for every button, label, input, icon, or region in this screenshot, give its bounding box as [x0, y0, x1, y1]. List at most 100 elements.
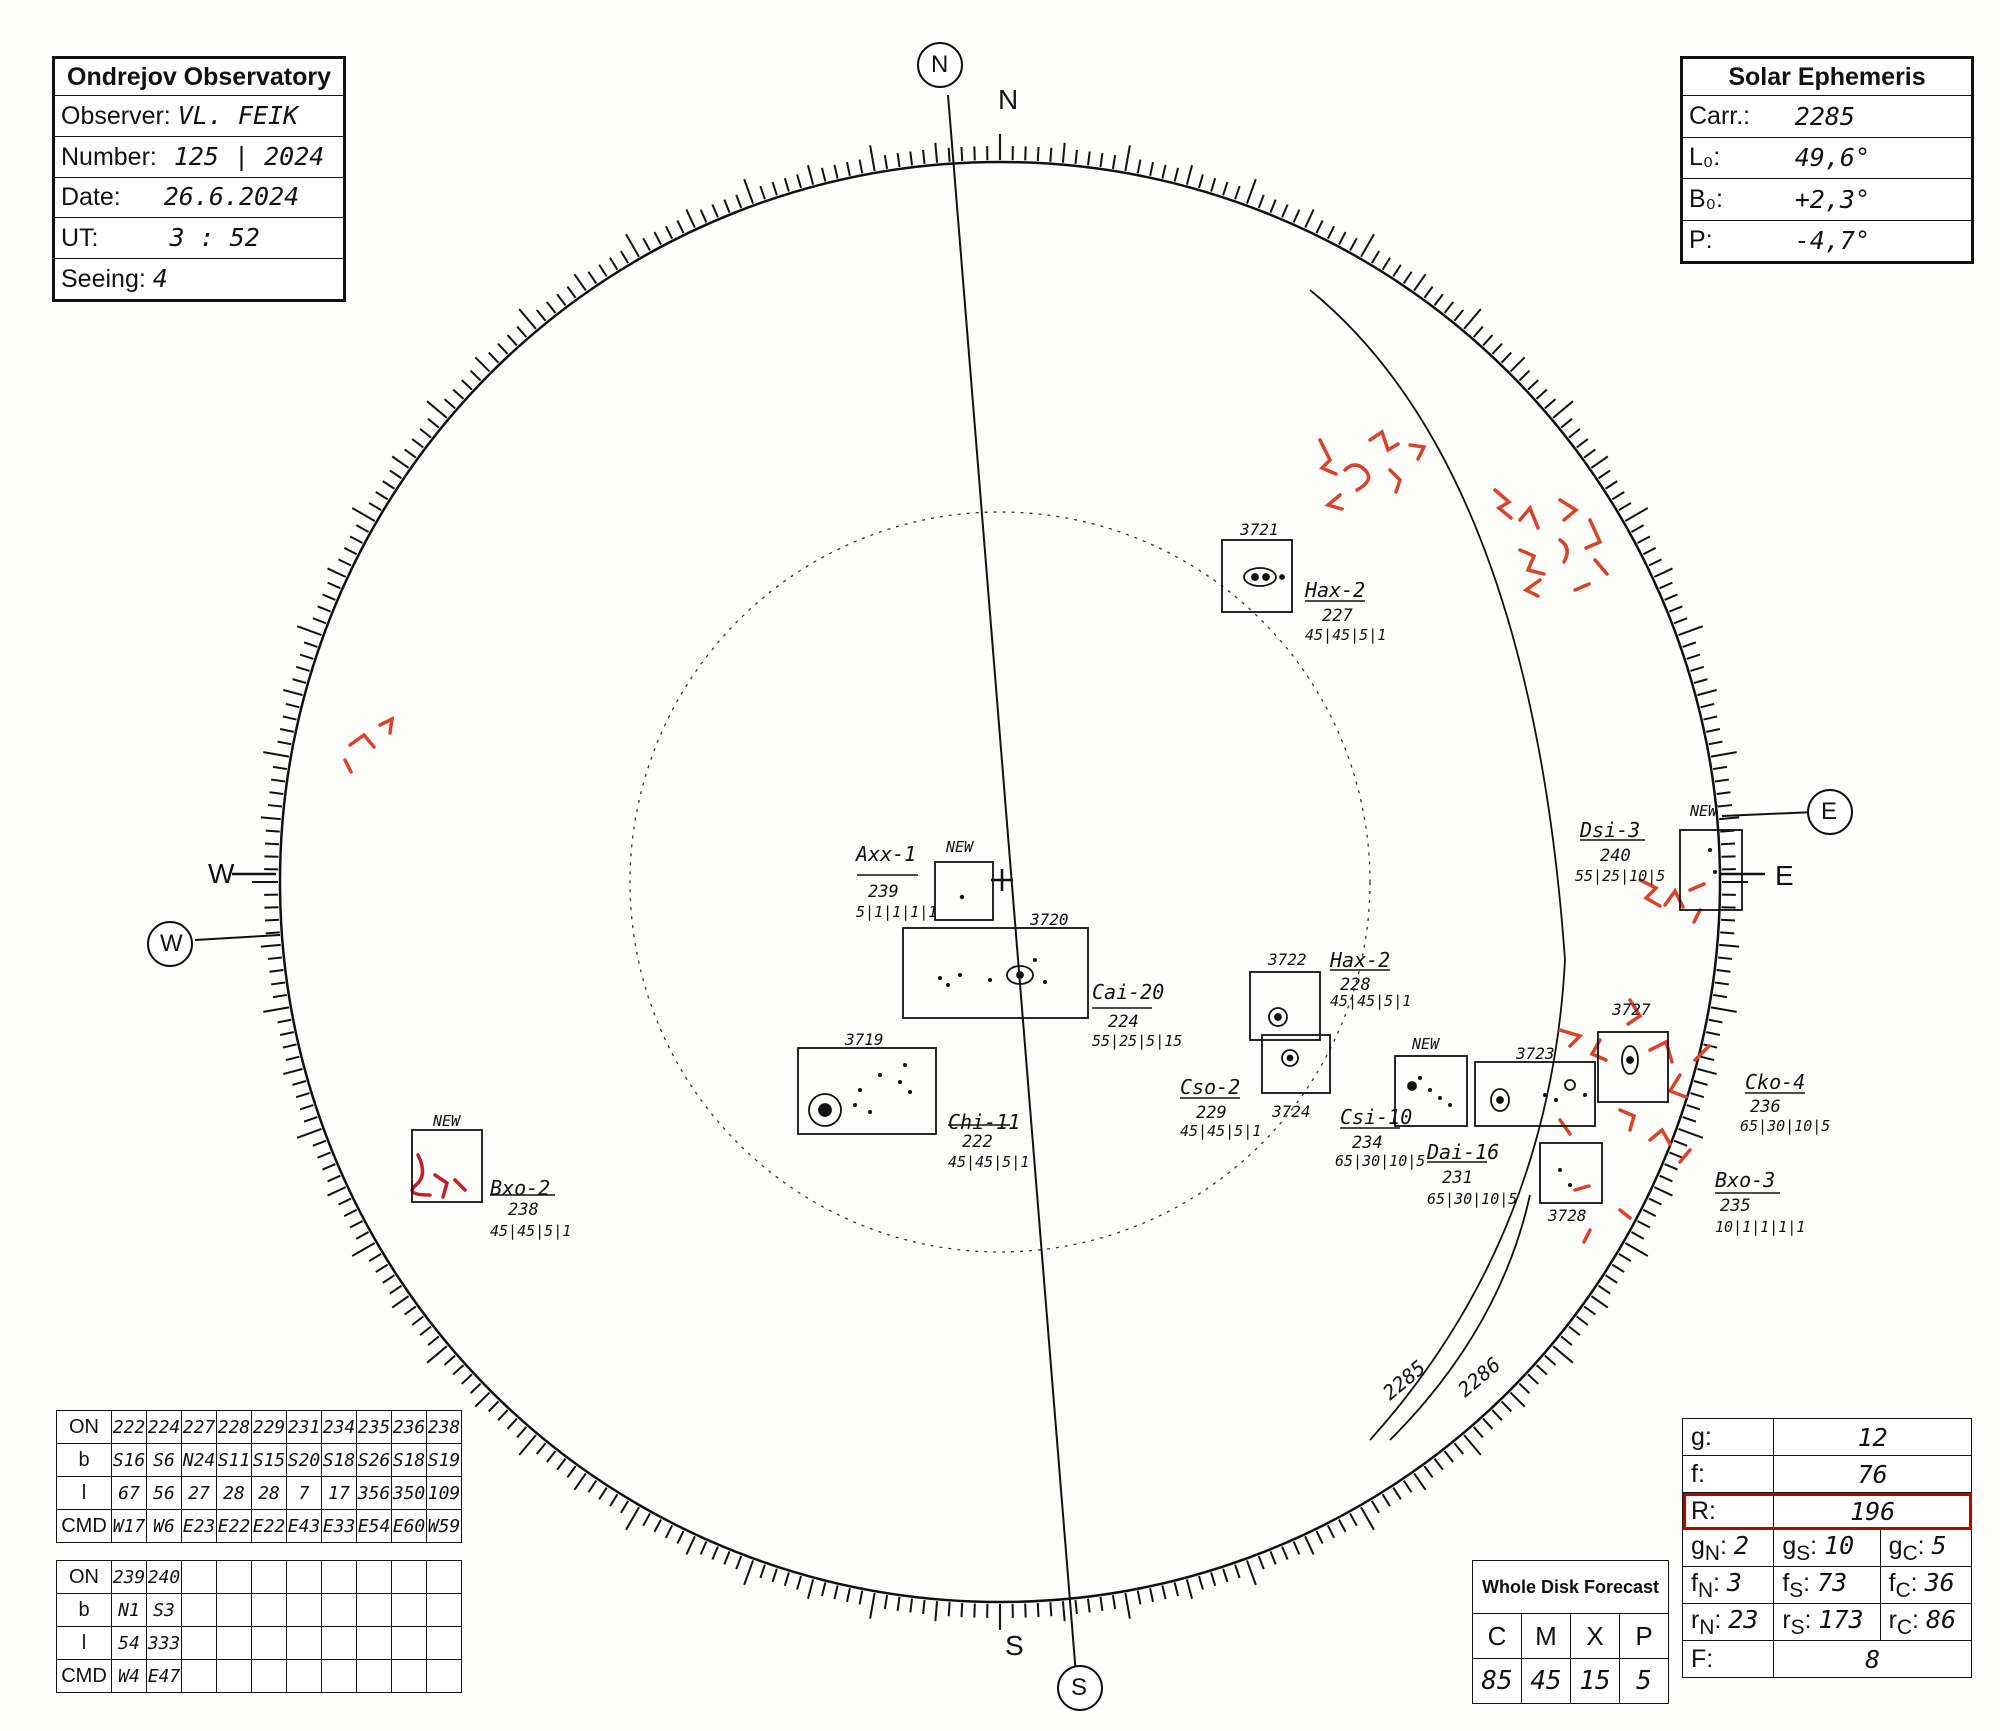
group-table-1-cell: S19 [426, 1443, 462, 1477]
degree-tick [1583, 448, 1597, 459]
group-class: Hax-2 [1330, 948, 1391, 972]
group-table-2-cell [426, 1626, 462, 1660]
group-number: 3728 [1548, 1206, 1587, 1225]
degree-tick [1304, 1535, 1315, 1555]
degree-tick [1706, 727, 1721, 733]
degree-tick [1463, 308, 1482, 330]
degree-tick [858, 1590, 864, 1605]
degree-tick [452, 388, 465, 400]
degree-tick [759, 1564, 766, 1579]
degree-tick [506, 334, 518, 347]
group-table-1-cell: S18 [391, 1443, 427, 1477]
flare-label: F: [1681, 1640, 1775, 1678]
group-table-2-cell [181, 1593, 217, 1627]
group-table-2-row-label: CMD [56, 1659, 112, 1693]
degree-tick [685, 209, 696, 229]
degree-tick [516, 325, 528, 338]
group-box-hax-3721 [1221, 539, 1293, 613]
degree-tick [263, 1006, 290, 1013]
degree-tick [1653, 567, 1673, 578]
date-row: Date: 26.6.2024 [54, 176, 344, 219]
degree-tick [1576, 1315, 1589, 1326]
group-table-1-cell: E33 [321, 1509, 357, 1543]
degree-tick [620, 250, 629, 264]
degree-tick-ring [252, 134, 1748, 1630]
degree-tick [338, 558, 352, 567]
degree-tick [264, 918, 280, 922]
carrington-meridian-2286 [1309, 289, 1566, 1441]
degree-tick [556, 1458, 567, 1471]
degree-tick [642, 1512, 651, 1527]
group-table-2-cell [251, 1593, 287, 1627]
degree-tick [283, 1067, 303, 1076]
group-table-2-cell [391, 1593, 427, 1627]
group-box-dai [1474, 1061, 1596, 1127]
group-table-1-cell: E22 [251, 1509, 287, 1543]
degree-tick [1061, 142, 1066, 163]
degree-tick [349, 535, 363, 544]
group-code: 45|45|5|1 [1330, 992, 1412, 1010]
group-table-2-cell [356, 1560, 392, 1594]
group-on-number: 239 [868, 882, 899, 902]
degree-tick [771, 181, 778, 196]
degree-tick [1472, 1426, 1484, 1439]
degree-tick [1315, 1530, 1324, 1544]
degree-tick [1590, 1295, 1609, 1309]
group-table-1-row-label: b [56, 1443, 112, 1477]
degree-tick [1618, 502, 1632, 511]
group-number: 3727 [1612, 1000, 1651, 1019]
degree-tick [735, 1555, 743, 1570]
group-table-1-cell: E54 [356, 1509, 392, 1543]
degree-tick [271, 981, 286, 986]
degree-tick [1086, 151, 1091, 166]
degree-tick [269, 968, 284, 973]
degree-tick [1673, 1139, 1688, 1147]
degree-tick [461, 379, 473, 391]
group-table-2-row-label: ON [56, 1560, 112, 1594]
degree-tick [1413, 1472, 1427, 1491]
degree-tick [922, 149, 926, 165]
degree-tick [1453, 309, 1464, 322]
group-code: 45|45|5|1 [490, 1222, 572, 1240]
degree-tick [796, 174, 802, 189]
group-number: 3723 [1516, 1044, 1555, 1063]
group-box-axx [934, 861, 994, 921]
degree-tick [296, 1127, 322, 1139]
degree-tick [1686, 653, 1701, 660]
degree-tick [1642, 546, 1657, 556]
group-table-1-cell: 7 [286, 1476, 322, 1510]
group-table-1-cell: 109 [426, 1476, 462, 1510]
number-value: 125 | 2024 [173, 141, 325, 171]
group-table-2-cell: S3 [146, 1593, 182, 1627]
degree-tick [1717, 956, 1733, 960]
degree-tick [598, 1486, 608, 1500]
degree-tick [896, 153, 901, 168]
group-code: 65|30|10|5 [1740, 1117, 1831, 1135]
degree-tick [1682, 1116, 1697, 1123]
group-box-cko [1597, 1031, 1669, 1103]
group-table-2-cell [286, 1560, 322, 1594]
degree-tick [343, 546, 358, 556]
degree-tick [1360, 233, 1375, 258]
degree-tick [1086, 1598, 1091, 1613]
degree-tick [833, 164, 839, 179]
degree-tick [469, 370, 482, 382]
degree-tick [723, 1551, 731, 1565]
degree-tick [427, 418, 440, 429]
degree-tick [497, 343, 509, 355]
group-box-chi [797, 1047, 937, 1135]
degree-tick [1673, 617, 1688, 625]
group-code: 45|45|5|1 [1305, 626, 1387, 644]
group-table-1-cell: W17 [111, 1509, 147, 1543]
group-table-2-cell [426, 1560, 462, 1594]
group-class: Bxo-2 [490, 1176, 551, 1200]
degree-tick [883, 154, 889, 170]
group-table-2-cell [286, 1626, 322, 1660]
group-table-1-cell: E22 [216, 1509, 252, 1543]
observatory-title: Ondrejov Observatory [54, 58, 344, 96]
degree-tick [598, 264, 608, 278]
group-on-number: 227 [1322, 606, 1353, 626]
degree-tick [1690, 1092, 1705, 1099]
group-on-number: 240 [1600, 846, 1631, 866]
